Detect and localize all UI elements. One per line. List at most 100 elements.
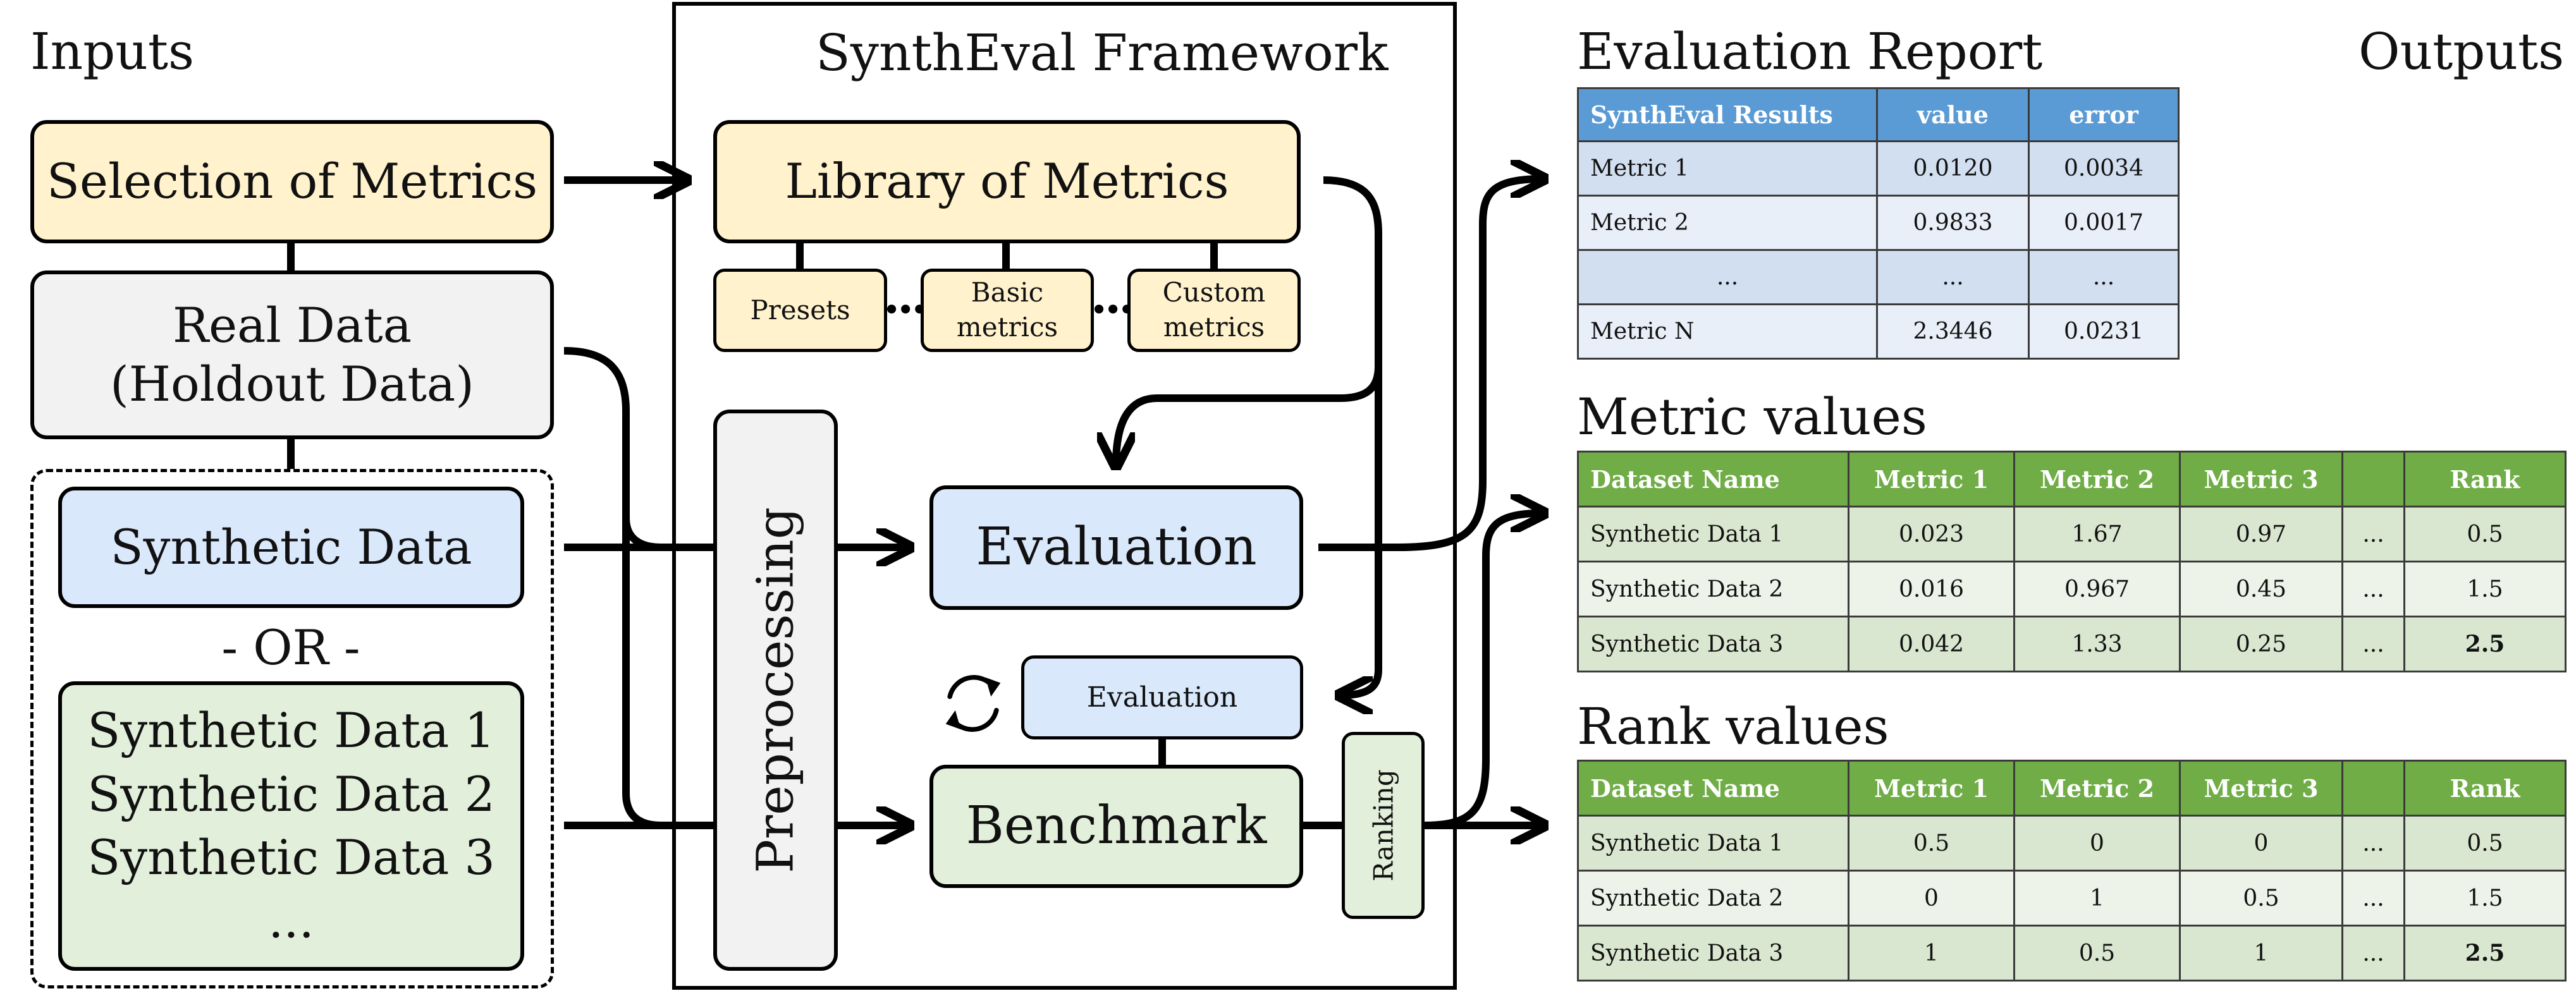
table-row: ... ... ... [1577, 249, 2180, 305]
table-cell: ... [2341, 870, 2405, 927]
evaluation-report-title: Evaluation Report [1577, 22, 2043, 81]
synthetic-data-3-label: Synthetic Data 3 [87, 829, 495, 885]
arrow-ranking-to-metric-values [1424, 513, 1543, 829]
table-cell: 0.0034 [2028, 140, 2180, 197]
table-cell: 0.0120 [1876, 140, 2030, 197]
synthetic-inputs-group [30, 469, 554, 988]
small-evaluation-label: Evaluation [1086, 681, 1238, 714]
preprocessing-box [713, 410, 838, 971]
table-cell: 0.5 [2179, 870, 2343, 927]
table-row: Metric 2 0.9833 0.0017 [1577, 195, 2180, 251]
table-row: Synthetic Data 1 0.023 1.67 0.97 ... 0.5 [1577, 506, 2567, 562]
table-cell: 0.0017 [2028, 195, 2180, 251]
metric-values-table: Dataset Name Metric 1 Metric 2 Metric 3 … [1577, 451, 2567, 672]
table-row: Synthetic Data 2 0.016 0.967 0.45 ... 1.… [1577, 561, 2567, 617]
table-row: Synthetic Data 1 0.5 0 0 ... 0.5 [1577, 815, 2567, 872]
real-data-label: Real Data [172, 296, 412, 353]
synthetic-data-1-label: Synthetic Data 1 [87, 702, 495, 759]
table-cell: Synthetic Data 1 [1577, 506, 1849, 562]
rank-values-table: Dataset Name Metric 1 Metric 2 Metric 3 … [1577, 760, 2567, 982]
column-header: Metric 3 [2179, 760, 2343, 817]
library-of-metrics-box: Library of Metrics [713, 120, 1301, 243]
column-header: error [2028, 87, 2180, 142]
table-cell: 0 [1848, 870, 2015, 927]
column-header: SynthEval Results [1577, 87, 1878, 142]
ellipsis-label: ... [268, 892, 314, 949]
custom-metrics-label: metrics [1163, 312, 1265, 343]
column-header: Dataset Name [1577, 760, 1849, 817]
table-cell: Synthetic Data 2 [1577, 870, 1849, 927]
table-cell: 0.25 [2179, 616, 2343, 672]
benchmark-label: Benchmark [966, 796, 1267, 856]
or-label: - OR - [221, 619, 360, 676]
library-of-metrics-label: Library of Metrics [785, 153, 1229, 210]
table-cell: 0.967 [2013, 561, 2181, 617]
table-cell: 2.3446 [1876, 303, 2030, 360]
table-cell: 1.5 [2403, 870, 2567, 927]
table-cell: 0.45 [2179, 561, 2343, 617]
column-header: Rank [2403, 760, 2567, 817]
table-cell: ... [1876, 249, 2030, 305]
rank-values-title: Rank values [1577, 697, 1889, 756]
synthetic-data-box: Synthetic Data [58, 487, 524, 608]
table-cell: 0 [2013, 815, 2181, 872]
selection-of-metrics-box: Selection of Metrics [30, 120, 554, 243]
column-header: Rank [2403, 451, 2567, 508]
table-cell: 0.5 [2403, 506, 2567, 562]
column-header: Metric 3 [2179, 451, 2343, 508]
synthetic-data-label: Synthetic Data [110, 518, 472, 575]
small-evaluation-box: Evaluation [1021, 655, 1303, 739]
selection-of-metrics-label: Selection of Metrics [46, 153, 538, 210]
table-header-row: Dataset Name Metric 1 Metric 2 Metric 3 … [1577, 760, 2567, 817]
basic-label: Basic [971, 277, 1044, 308]
real-data-box: Real Data (Holdout Data) [30, 271, 554, 439]
table-cell: Synthetic Data 3 [1577, 925, 1849, 982]
column-header [2341, 760, 2405, 817]
metrics-label: metrics [956, 312, 1058, 343]
benchmark-box: Benchmark [929, 765, 1303, 888]
custom-label: Custom [1162, 277, 1266, 308]
table-cell: 0.5 [2013, 925, 2181, 982]
table-cell: 0.5 [1848, 815, 2015, 872]
evaluation-report-table: SynthEval Results value error Metric 1 0… [1577, 87, 2180, 360]
table-cell: ... [2341, 561, 2405, 617]
basic-metrics-box: Basic metrics [921, 269, 1094, 352]
table-cell: Synthetic Data 3 [1577, 616, 1849, 672]
table-cell: 0.023 [1848, 506, 2015, 562]
metric-values-title: Metric values [1577, 387, 1927, 446]
table-cell: ... [1577, 249, 1878, 305]
table-cell: Metric N [1577, 303, 1878, 360]
inputs-title: Inputs [30, 22, 195, 81]
preprocessing-label: Preprocessing [745, 507, 805, 873]
table-cell: ... [2341, 506, 2405, 562]
arrow-evaluation-to-report [1318, 179, 1543, 551]
table-row: Synthetic Data 3 0.042 1.33 0.25 ... 2.5 [1577, 616, 2567, 672]
cycle-arrows-icon [945, 675, 1001, 732]
presets-box: Presets [713, 269, 887, 352]
table-cell: ... [2028, 249, 2180, 305]
table-cell: 1.67 [2013, 506, 2181, 562]
multiple-synthetic-data-box: Synthetic Data 1 Synthetic Data 2 Synthe… [58, 681, 524, 971]
custom-metrics-box: Custom metrics [1127, 269, 1301, 352]
column-header: Metric 2 [2013, 451, 2181, 508]
table-header-row: SynthEval Results value error [1577, 87, 2180, 142]
ranking-box [1342, 732, 1425, 919]
table-row: Metric N 2.3446 0.0231 [1577, 303, 2180, 360]
table-cell: 1 [1848, 925, 2015, 982]
column-header: Metric 2 [2013, 760, 2181, 817]
table-cell: Metric 2 [1577, 195, 1878, 251]
outputs-title: Outputs [2358, 22, 2565, 81]
column-header: value [1876, 87, 2030, 142]
table-cell: 2.5 [2403, 616, 2567, 672]
evaluation-label: Evaluation [976, 517, 1257, 578]
table-cell: 1.33 [2013, 616, 2181, 672]
table-cell: 0.5 [2403, 815, 2567, 872]
table-row: Synthetic Data 2 0 1 0.5 ... 1.5 [1577, 870, 2567, 927]
table-cell: ... [2341, 815, 2405, 872]
framework-title: SynthEval Framework [816, 23, 1389, 82]
column-header: Metric 1 [1848, 760, 2015, 817]
table-row: Metric 1 0.0120 0.0034 [1577, 140, 2180, 197]
table-row: Synthetic Data 3 1 0.5 1 ... 2.5 [1577, 925, 2567, 982]
presets-label: Presets [750, 294, 850, 325]
